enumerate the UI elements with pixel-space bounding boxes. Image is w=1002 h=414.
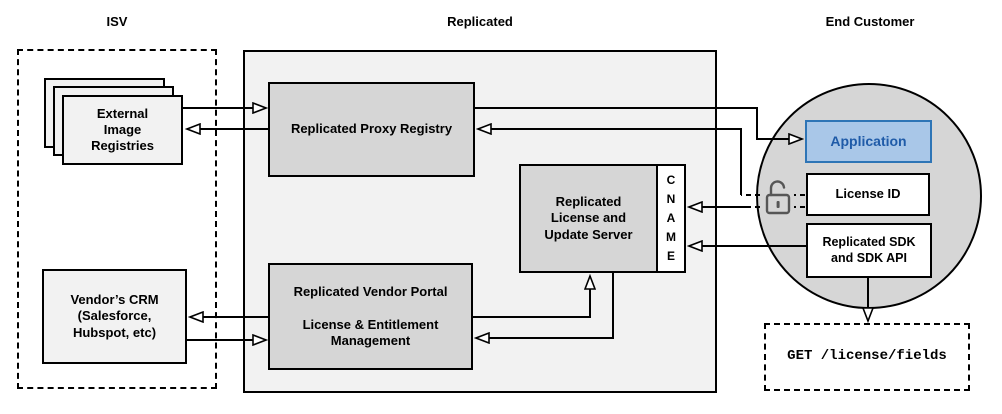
isv-boundary <box>17 49 217 389</box>
replicated-sdk-node: Replicated SDK and SDK API <box>806 223 932 278</box>
external-image-registries-node: External Image Registries <box>62 95 183 165</box>
application-node: Application <box>805 120 932 163</box>
section-label-isv: ISV <box>106 14 128 29</box>
section-label-replicated: Replicated <box>447 14 513 29</box>
get-license-fields-node: GET /license/fields <box>764 323 970 391</box>
vendor-portal-node: Replicated Vendor Portal License & Entit… <box>268 263 473 370</box>
proxy-registry-node: Replicated Proxy Registry <box>268 82 475 177</box>
open-padlock-icon <box>762 180 794 216</box>
license-update-server-node: Replicated License and Update Server <box>519 164 658 273</box>
license-id-node: License ID <box>806 173 930 216</box>
cname-strip: C N A M E <box>656 164 686 273</box>
section-label-end-customer: End Customer <box>825 14 915 29</box>
vendor-crm-node: Vendor’s CRM (Salesforce, Hubspot, etc) <box>42 269 187 364</box>
